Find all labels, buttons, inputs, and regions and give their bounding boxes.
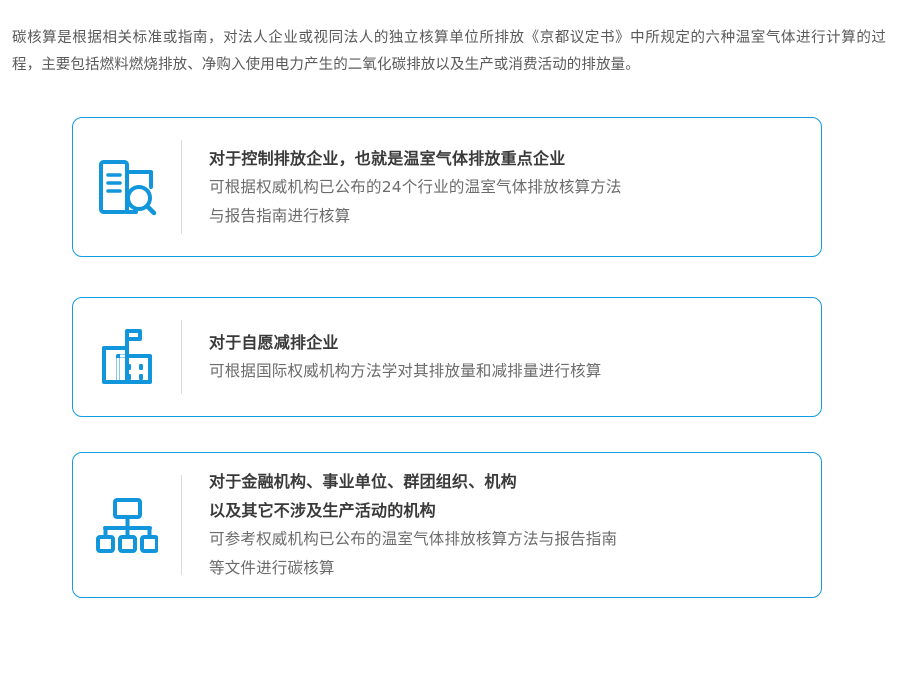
intro-paragraph: 碳核算是根据相关标准或指南，对法人企业或视同法人的独立核算单位所排放《京都议定书… (12, 29, 886, 73)
card-controlled-emission-enterprise[interactable]: 对于控制排放企业，也就是温室气体排放重点企业 可根据权威机构已公布的24个行业的… (72, 117, 822, 257)
card-financial-and-public-institutions[interactable]: 对于金融机构、事业单位、群团组织、机构 以及其它不涉及生产活动的机构 可参考权威… (72, 452, 822, 598)
card-title: 对于金融机构、事业单位、群团组织、机构 (209, 472, 517, 491)
org-chart-icon (73, 494, 181, 556)
card-body-line: 与报告指南进行核算 (209, 206, 351, 225)
building-search-icon (73, 156, 181, 218)
card-list: 对于控制排放企业，也就是温室气体排放重点企业 可根据权威机构已公布的24个行业的… (72, 117, 822, 598)
card-title: 对于自愿减排企业 (209, 333, 339, 352)
factory-flag-icon (73, 326, 181, 388)
card-body-line: 可根据权威机构已公布的24个行业的温室气体排放核算方法 (209, 177, 622, 196)
card-body-line: 可参考权威机构已公布的温室气体排放核算方法与报告指南 (209, 530, 618, 548)
card-body-line: 等文件进行碳核算 (209, 559, 335, 577)
card-divider (181, 140, 182, 234)
card-voluntary-emission-reduction-enterprise[interactable]: 对于自愿减排企业 可根据国际权威机构方法学对其排放量和减排量进行核算 (72, 297, 822, 417)
card-body: 对于控制排放企业，也就是温室气体排放重点企业 可根据权威机构已公布的24个行业的… (182, 144, 821, 231)
card-title: 对于控制排放企业，也就是温室气体排放重点企业 (209, 148, 566, 168)
card-body-line: 可根据国际权威机构方法学对其排放量和减排量进行核算 (209, 362, 602, 380)
card-divider (181, 475, 182, 575)
card-divider (181, 320, 182, 394)
card-body: 对于自愿减排企业 可根据国际权威机构方法学对其排放量和减排量进行核算 (182, 328, 821, 386)
card-title: 以及其它不涉及生产活动的机构 (209, 501, 436, 520)
card-body: 对于金融机构、事业单位、群团组织、机构 以及其它不涉及生产活动的机构 可参考权威… (182, 467, 821, 583)
